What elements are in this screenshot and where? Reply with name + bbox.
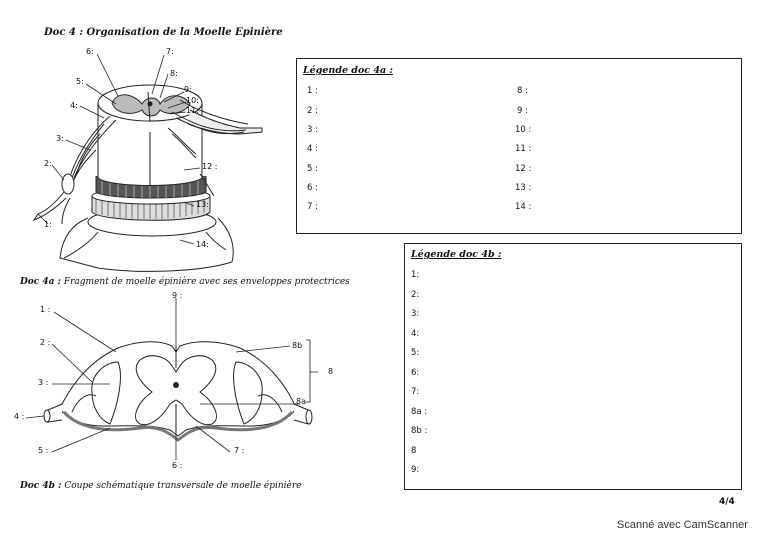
legend-4b-item-4: 4: [411,329,419,339]
scanner-watermark: Scanné avec CamScanner [617,519,748,531]
fig4b-label-8: 8 [328,367,333,376]
spinal-cord-cross-section [0,0,330,480]
legend-4a-item-14: 14 : [515,202,531,212]
fig4b-label-4: 4 : [14,412,24,421]
legend-4a-item-12: 12 : [515,164,531,174]
fig4b-label-3: 3 : [38,378,48,387]
legend-4a-item-6: 6 : [307,183,318,193]
legend-4a-item-5: 5 : [307,164,318,174]
legend-4b-item-2: 2: [411,290,419,300]
legend-4b-item-1: 1: [411,270,419,280]
legend-4a-item-9: 9 : [517,106,528,116]
legend-4b-item-8a: 8a : [411,407,427,417]
legend-4a-item-2: 2 : [307,106,318,116]
fig4b-label-9: 9 : [172,291,182,300]
legend-4b-item-8b: 8b : [411,426,427,436]
legend-4a-item-7: 7 : [307,202,318,212]
legend-4b-item-6: 6: [411,368,419,378]
legend-4a-item-10: 10 : [515,125,531,135]
legend-4a-box: Légende doc 4a : 1 : 2 : 3 : 4 : 5 : 6 :… [296,58,742,234]
legend-4a-item-1: 1 : [307,86,318,96]
fig4b-label-8b: 8b [292,341,302,350]
legend-4a-title: Légende doc 4a : [303,65,393,76]
legend-4a-item-3: 3 : [307,125,318,135]
fig4b-label-5: 5 : [38,446,48,455]
fig4b-label-8a: 8a [296,397,306,406]
page-number: 4/4 [719,497,735,507]
legend-4a-item-13: 13 : [515,183,531,193]
fig4b-label-1: 1 : [40,305,50,314]
legend-4a-item-11: 11 : [515,144,531,154]
legend-4b-item-8: 8 [411,446,416,456]
legend-4b-item-9: 9: [411,465,419,475]
doc4b-caption-label: Doc 4b : [20,481,61,491]
legend-4b-item-3: 3: [411,309,419,319]
legend-4a-item-4: 4 : [307,144,318,154]
legend-4b-item-5: 5: [411,348,419,358]
legend-4b-title: Légende doc 4b : [411,249,501,260]
legend-4b-box: Légende doc 4b : 1: 2: 3: 4: 5: 6: 7: 8a… [404,243,742,490]
fig4b-label-7: 7 : [234,446,244,455]
legend-4b-item-7: 7: [411,387,419,397]
doc4b-caption-text: Coupe schématique transversale de moelle… [64,481,301,491]
fig4b-label-6: 6 : [172,461,182,470]
legend-4a-item-8: 8 : [517,86,528,96]
fig4b-label-2: 2 : [40,338,50,347]
doc4b-caption: Doc 4b : Coupe schématique transversale … [20,481,302,491]
